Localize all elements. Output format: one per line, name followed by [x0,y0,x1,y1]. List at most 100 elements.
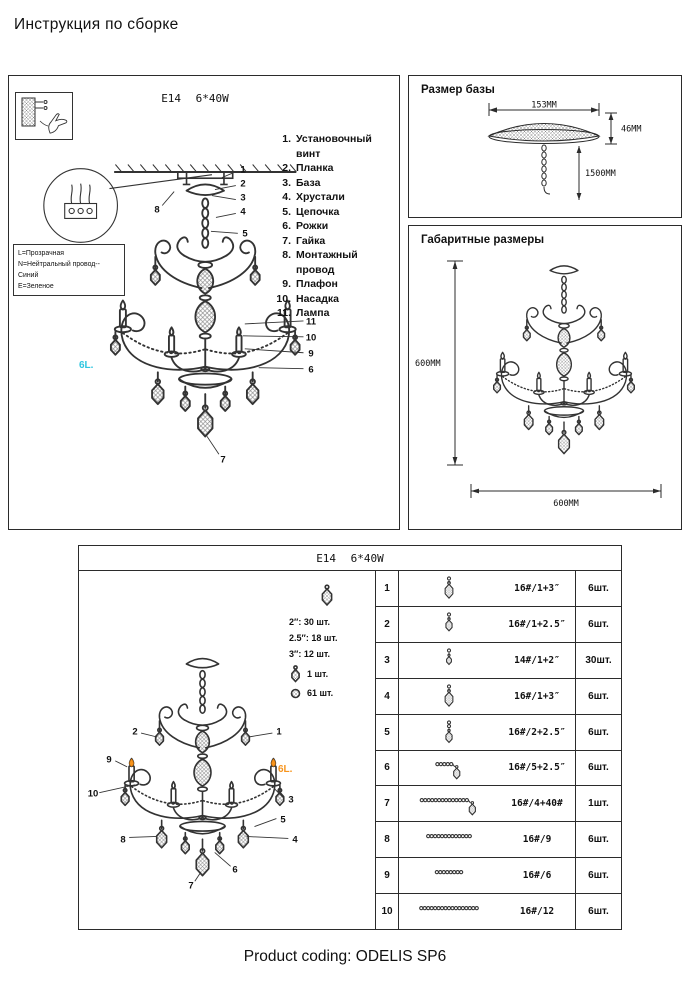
part-code: 16#/2+2.5″ [508,726,566,738]
row-icon-cell [399,894,499,929]
crystal-drop-icon [321,584,333,606]
row-icon-cell [399,751,499,786]
base-size-panel: Размер базы 153MM [408,75,682,218]
wire-note-line: E=Зеленое [18,283,54,291]
mounting-plate [176,171,234,180]
assembly-panel: E14 6*40W [8,75,400,530]
chain-length-dim: 1500MM [585,169,616,179]
base-dimension-diagram: 153MM 46MM 1500MM [487,101,641,200]
part-code: 16#/5+2.5″ [508,762,566,774]
part-list-item: 4.Хрустали [282,191,345,203]
row-icon-cell [399,607,499,642]
parts-list: 1.Установочный винт 2.Планка 3.База 4.Хруст… [271,132,399,321]
crystal-parts-table: 1 16#/1+3″ 6шт. 2 16#/1+2.5″ 6шт. 3 14#/1+2″ 30ш… [375,571,621,930]
part-code: 16#/1+2.5″ [508,618,566,630]
row-icon-cell [399,679,499,714]
overall-size-panel: Габаритные размеры 600MM 600MM [408,225,682,530]
part-code: 14#/1+2″ [514,654,560,666]
crystal-legend: 2″: 30 шт. 2.5″: 18 шт. 3″: 12 шт. 1 шт.… [289,582,373,701]
part-list-item: 3.База [282,176,321,189]
row-number: 9 [376,858,399,894]
crystal-part-icon [446,648,452,665]
part-code: 16#/1+3″ [514,690,560,702]
mounting-inset-box [15,92,73,140]
crystal-part-icon [445,612,453,632]
lamp-spec: E14 6*40W [161,92,229,105]
overall-dimension-diagram: 600MM 600MM [415,260,662,509]
row-icon-cell [399,715,499,750]
base-panel-title: Размер базы [421,84,495,96]
legend-qty: 1 шт. [307,668,329,679]
crystal-table-row: 7 16#/4+40# 1шт. [376,786,621,823]
part-code: 16#/4+40# [511,798,563,810]
base-dome [487,123,601,142]
row-number: 1 [376,571,399,606]
part-qty: 6шт. [575,606,621,642]
part-list-item: 1.Установочный винт [282,133,372,160]
part-qty: 6шт. [575,822,621,858]
row-icon-cell [399,786,499,821]
row-number: 2 [376,606,399,642]
size-panel-title: Габаритные размеры [421,234,545,246]
bead-icon [290,688,301,699]
legend-extra-line: 1 шт. [289,665,373,683]
part-qty: 6шт. [575,678,621,714]
base-height-dim: 46MM [621,125,641,135]
row-number: 5 [376,714,399,750]
lamp-count-label: 6L. [278,764,293,775]
legend-extra-line: 61 шт. [289,686,373,701]
row-number: 7 [376,786,399,822]
part-list-item: 7.Гайка [282,234,326,247]
row-icon-cell [399,858,499,893]
legend-size-line: 2.5″: 18 шт. [289,633,338,643]
part-qty: 6шт. [575,571,621,606]
crystal-table-row: 3 14#/1+2″ 30шт. [376,642,621,679]
base-width-dim: 153MM [531,101,557,111]
part-code: 16#/6 [522,870,552,882]
lamp-count-label: 6L. [79,360,94,371]
part-list-item: 8.Монтажный провод [282,249,358,276]
crystal-table-row: 4 16#/1+3″ 6шт. [376,678,621,715]
part-list-item: 5.Цепочка [282,205,340,218]
part-list-item: 10.Насадка [276,292,339,305]
chandelier-assembly-diagram [49,164,359,444]
crystal-table-row: 1 16#/1+3″ 6шт. [376,571,621,607]
part-qty: 6шт. [575,858,621,894]
height-dim: 600MM [415,359,441,369]
crystal-table-row: 2 16#/1+2.5″ 6шт. [376,606,621,643]
crystal-part-icon [444,684,454,707]
part-list-item: 9.Плафон [282,278,338,290]
crystal-part-icon [434,870,464,875]
legend-size-line: 2″: 30 шт. [289,617,330,627]
crystal-part-icon [419,798,476,816]
row-icon-cell [399,643,499,678]
width-dim: 600MM [553,499,579,509]
row-number: 4 [376,678,399,714]
legend-qty: 61 шт. [307,688,334,698]
wire-color-note: L=Прозрачная N=Нейтральный провод--Синий… [13,244,125,297]
wire-note-line: L=Прозрачная [18,250,65,257]
part-callout-number: 7 [188,880,194,892]
row-number: 8 [376,822,399,858]
part-qty: 6шт. [575,750,621,786]
row-number: 3 [376,642,399,678]
product-coding: Product coding: ODELIS SP6 [243,948,447,965]
part-callout-number: 7 [220,454,226,466]
crystal-part-icon [419,906,479,911]
part-list-item: 6.Рожки [282,220,329,232]
crystal-table-row: 9 16#/6 6шт. [376,858,621,895]
part-list-item: 2.Планка [282,162,334,174]
small-crystal-icon [291,665,300,683]
table-header: E14 6*40W [79,546,621,571]
parts-table-panel: E14 6*40W 6L. 2″: 30 шт. 2.5″: 18 шт. 3″… [78,545,622,930]
row-icon-cell [399,571,499,606]
legend-size-line: 3″: 12 шт. [289,649,330,659]
part-qty: 30шт. [575,642,621,678]
part-code: 16#/12 [519,906,555,918]
part-code: 16#/1+3″ [514,582,560,594]
part-qty: 1шт. [575,786,621,822]
